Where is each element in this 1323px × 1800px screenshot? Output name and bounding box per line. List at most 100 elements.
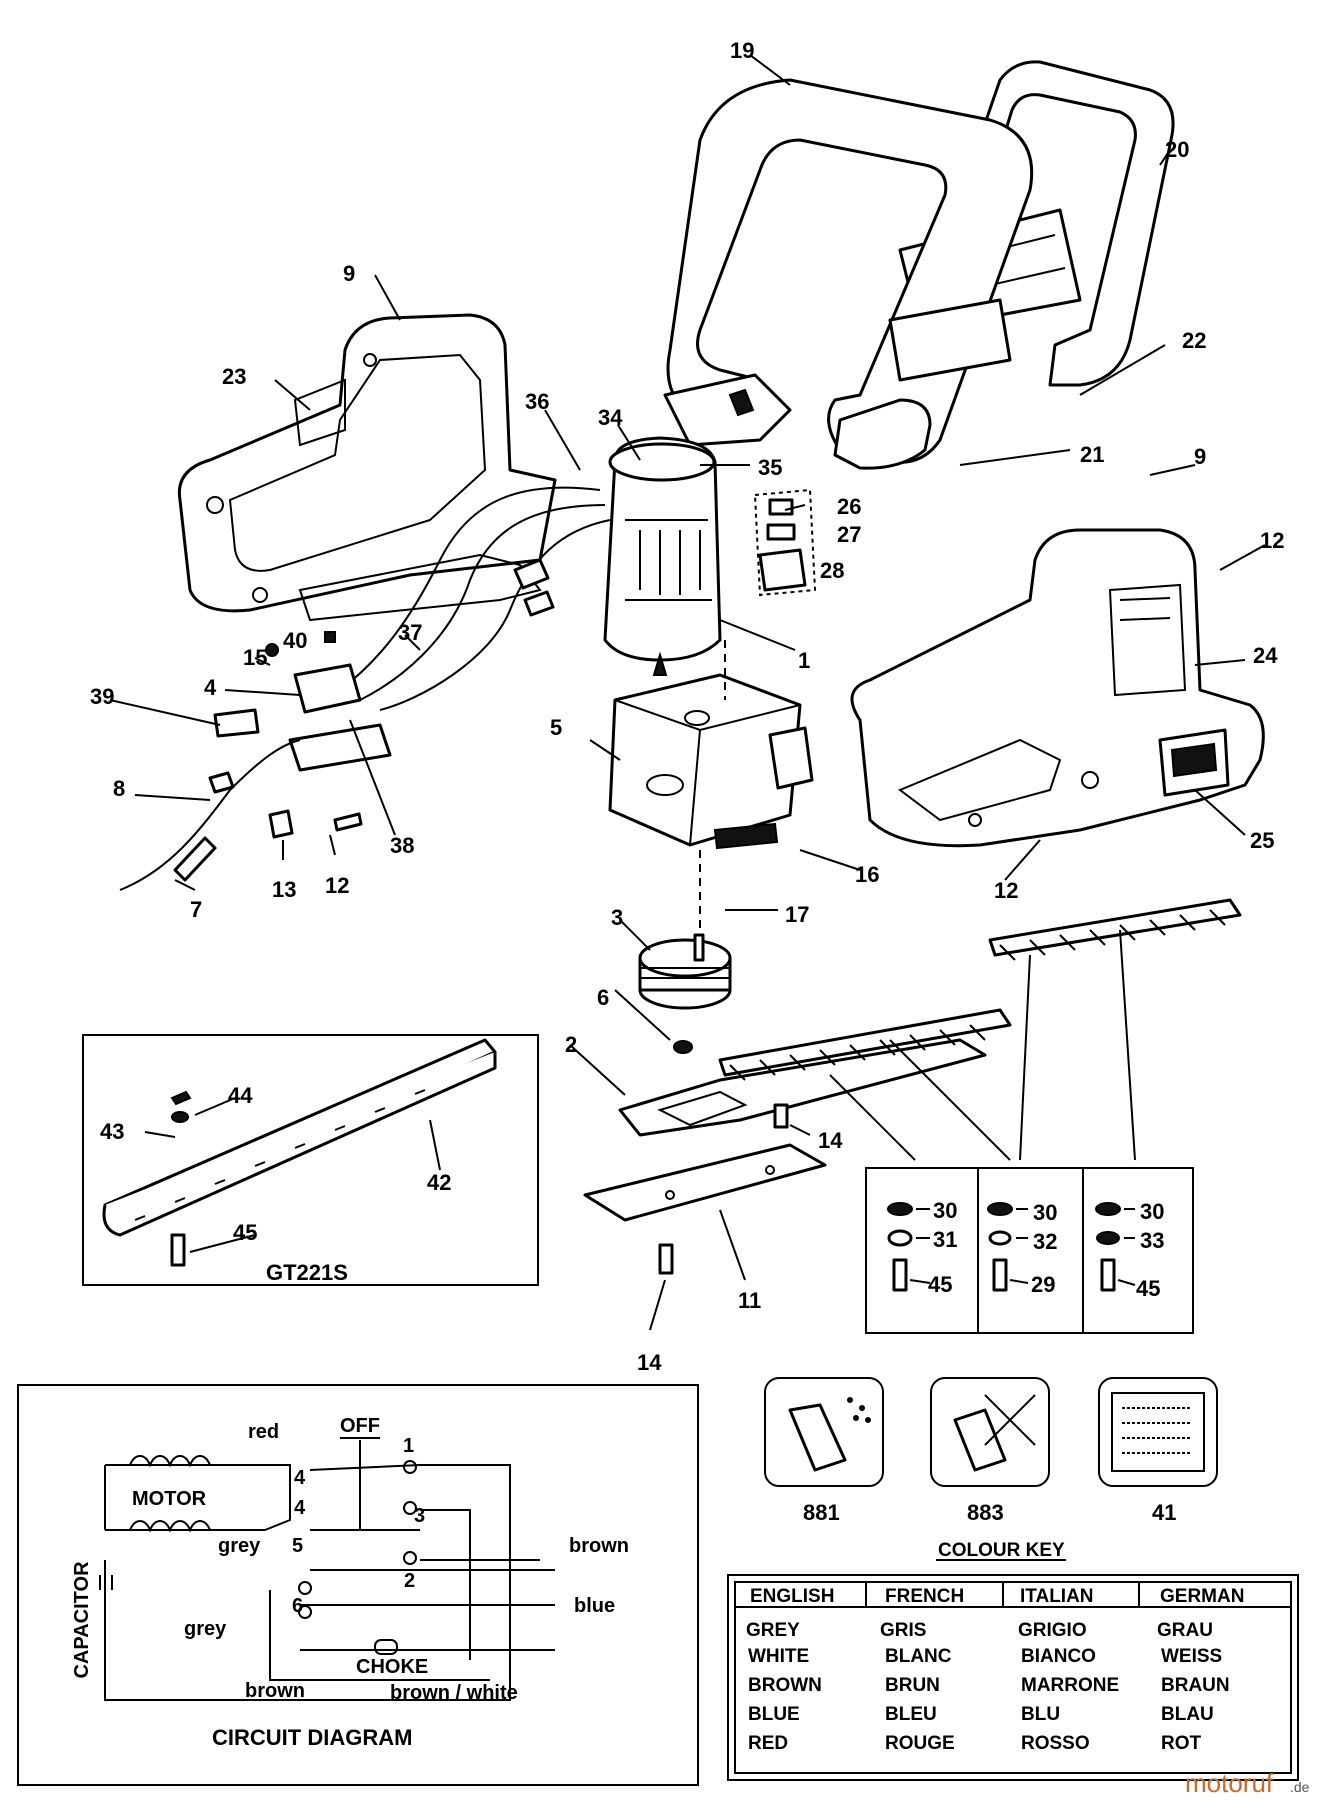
circuit-capacitor: CAPACITOR bbox=[71, 1561, 93, 1679]
part-label: 12 bbox=[325, 873, 349, 898]
part-label: 14 bbox=[637, 1350, 662, 1375]
colour-italian: BLU bbox=[1021, 1704, 1060, 1725]
part-label: 43 bbox=[100, 1119, 124, 1144]
kit-3-part: 45 bbox=[1136, 1276, 1160, 1301]
part-label: 39 bbox=[90, 684, 114, 709]
colour-key-table bbox=[727, 1559, 1299, 1781]
circuit-terminal: 6 bbox=[292, 1595, 303, 1617]
part-label: 38 bbox=[390, 833, 414, 858]
circuit-brown: brown bbox=[569, 1535, 629, 1557]
part-label: 12 bbox=[994, 878, 1018, 903]
colour-key-title: COLOUR KEY bbox=[938, 1540, 1065, 1561]
gear-3 bbox=[638, 933, 732, 1054]
part-label: 9 bbox=[343, 261, 355, 286]
part-label: 42 bbox=[427, 1170, 451, 1195]
part-label: 22 bbox=[1182, 328, 1206, 353]
colour-key-header: ENGLISH bbox=[750, 1586, 834, 1607]
part-label: 14 bbox=[818, 1128, 843, 1153]
part-label: 40 bbox=[283, 628, 307, 653]
part-label: 34 bbox=[598, 405, 623, 430]
icon-label-883: 883 bbox=[967, 1500, 1004, 1525]
part-label: 15 bbox=[243, 645, 267, 670]
colour-french: GRIS bbox=[880, 1620, 926, 1641]
kit-3-part: 30 bbox=[1140, 1199, 1164, 1224]
circuit-grey: grey bbox=[184, 1618, 227, 1640]
colour-italian: MARRONE bbox=[1021, 1675, 1119, 1696]
colour-french: ROUGE bbox=[885, 1733, 955, 1754]
colour-english: GREY bbox=[746, 1620, 800, 1641]
colour-english: BROWN bbox=[748, 1675, 822, 1696]
housing-right-9 bbox=[850, 528, 1265, 848]
colour-german: GRAU bbox=[1157, 1620, 1213, 1641]
part-label: 1 bbox=[798, 648, 810, 673]
blade-plate-11 bbox=[583, 1103, 827, 1275]
motor-1 bbox=[339, 436, 722, 711]
colour-key-header: GERMAN bbox=[1160, 1586, 1244, 1607]
colour-italian: GRIGIO bbox=[1018, 1620, 1087, 1641]
part-label: 20 bbox=[1165, 137, 1189, 162]
icon-label-881: 881 bbox=[803, 1500, 840, 1525]
part-label: 12 bbox=[1260, 528, 1284, 553]
circuit-terminal: 2 bbox=[404, 1570, 415, 1592]
part-label: 6 bbox=[597, 985, 609, 1010]
part-label: 45 bbox=[233, 1220, 257, 1245]
watermark-tld: .de bbox=[1290, 1779, 1310, 1795]
circuit-labels: red OFF 1 4 4 3 MOTOR grey 5 brown 2 blu… bbox=[71, 1415, 629, 1750]
icon-boxes bbox=[764, 1377, 1218, 1487]
inset-gt221s bbox=[82, 1034, 539, 1286]
colour-german: WEISS bbox=[1161, 1646, 1222, 1667]
circuit-brown-white: brown / white bbox=[390, 1682, 518, 1704]
circuit-grey: grey bbox=[218, 1535, 261, 1557]
circuit-terminal: 4 bbox=[294, 1497, 306, 1519]
part-label: 13 bbox=[272, 877, 296, 902]
kit-2-part: 29 bbox=[1031, 1272, 1055, 1297]
watermark-brand: motoruf bbox=[1185, 1768, 1274, 1798]
tool-icon bbox=[788, 1403, 847, 1472]
part-label: 2 bbox=[565, 1032, 577, 1057]
part-label: 24 bbox=[1253, 643, 1278, 668]
circuit-terminal: 4 bbox=[294, 1467, 306, 1489]
part-label: 27 bbox=[837, 522, 861, 547]
circuit-motor: MOTOR bbox=[132, 1488, 207, 1510]
colour-french: BRUN bbox=[885, 1675, 940, 1696]
colour-french: BLANC bbox=[885, 1646, 952, 1667]
circuit-red: red bbox=[248, 1421, 279, 1443]
inset-title: GT221S bbox=[266, 1260, 348, 1285]
part-label: 8 bbox=[113, 776, 125, 801]
colour-key-labels: COLOUR KEY ENGLISH FRENCH ITALIAN GERMAN… bbox=[746, 1540, 1244, 1754]
kit-3-part: 33 bbox=[1140, 1228, 1164, 1253]
front-handle-19 bbox=[663, 78, 1034, 470]
part-label: 9 bbox=[1194, 444, 1206, 469]
kit-1-part: 30 bbox=[933, 1198, 957, 1223]
part-label: 37 bbox=[398, 620, 422, 645]
part-label: 44 bbox=[228, 1083, 253, 1108]
leader-lines bbox=[109, 54, 1266, 1331]
label-icon bbox=[1111, 1392, 1205, 1472]
kits-table bbox=[865, 1167, 1194, 1334]
switch-cable-assembly bbox=[119, 631, 392, 891]
circuit-terminal: 1 bbox=[403, 1435, 414, 1457]
circuit-diagram bbox=[17, 1384, 699, 1786]
circuit-terminal: 5 bbox=[292, 1535, 303, 1557]
kit-1-part: 45 bbox=[928, 1272, 952, 1297]
part-label: 3 bbox=[611, 905, 623, 930]
part-label: 26 bbox=[837, 494, 861, 519]
icon-label-41: 41 bbox=[1152, 1500, 1176, 1525]
part-label: 23 bbox=[222, 364, 246, 389]
part-label: 35 bbox=[758, 455, 782, 480]
circuit-brown: brown bbox=[245, 1680, 305, 1702]
part-label: 21 bbox=[1080, 442, 1104, 467]
blade-assembly-2 bbox=[618, 898, 1242, 1161]
colour-key-header: FRENCH bbox=[885, 1586, 964, 1607]
part-label: 11 bbox=[738, 1288, 761, 1313]
colour-italian: BIANCO bbox=[1021, 1646, 1096, 1667]
circuit-blue: blue bbox=[574, 1595, 615, 1617]
colour-german: ROT bbox=[1161, 1733, 1202, 1754]
colour-english: RED bbox=[748, 1733, 788, 1754]
kit-1-part: 31 bbox=[933, 1227, 957, 1252]
part-label: 7 bbox=[190, 897, 202, 922]
kit-2-part: 30 bbox=[1033, 1200, 1057, 1225]
circuit-title: CIRCUIT DIAGRAM bbox=[212, 1725, 412, 1750]
colour-key-header: ITALIAN bbox=[1020, 1586, 1094, 1607]
